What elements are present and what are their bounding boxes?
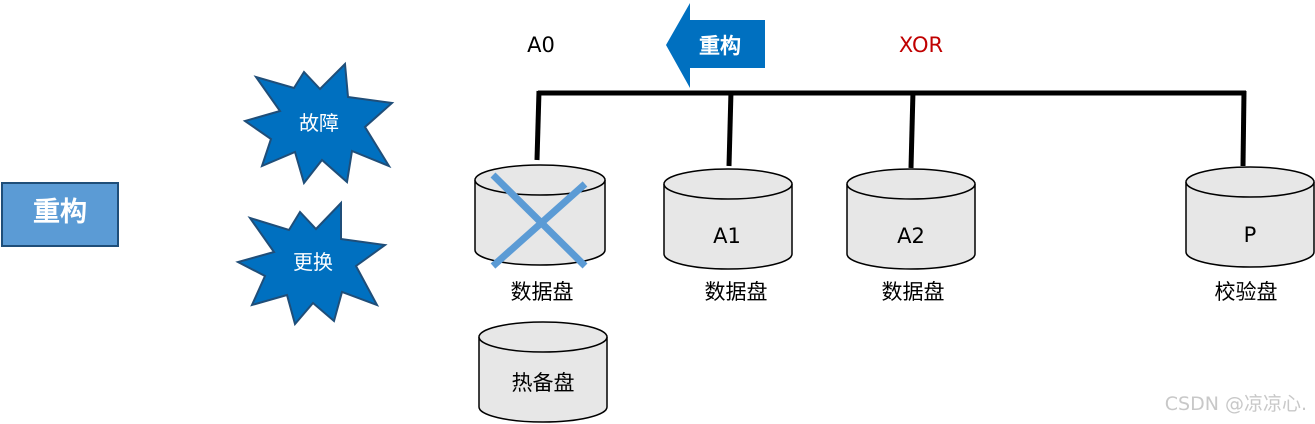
disk-a2: A2 数据盘 [846,168,976,304]
hot-spare-body [478,337,608,423]
fault-burst-shape [242,61,395,186]
disk-parity-body [1185,182,1315,268]
bus-drop-a2 [908,90,916,169]
disk-a1: A1 数据盘 [663,168,793,304]
disk-parity-top [1185,166,1315,198]
bus-drop-a0 [534,90,542,161]
disk-a2-label: A2 [897,224,925,248]
disk-a2-top [846,168,976,200]
replace-burst-shape [235,200,388,327]
disk-a0: 数据盘 [474,164,606,304]
disk-parity-label: P [1244,223,1257,247]
rebuild-label-box: 重构 [1,182,119,247]
xor-label: XOR [899,33,943,57]
replace-burst: 更换 [235,200,388,327]
hot-spare-top [478,321,608,353]
rebuild-arrow-shape [666,3,765,88]
disk-a1-top [663,168,793,200]
rebuild-arrow-text: 重构 [699,34,741,58]
disk-a1-caption: 数据盘 [705,280,768,304]
disk-a2-body [846,184,976,270]
disk-a1-body [663,184,793,270]
rebuild-box-shape [1,182,119,247]
fault-burst: 故障 [242,61,395,186]
hot-spare-label: 热备盘 [512,371,575,395]
disk-a1-label: A1 [713,224,741,248]
disk-a2-caption: 数据盘 [882,280,945,304]
failure-cross-line-2 [490,181,588,269]
rebuild-box-text: 重构 [33,197,87,228]
bus-drop-a1 [726,90,734,167]
bus-drop-parity [1240,90,1247,167]
hot-spare-disk: 热备盘 [478,321,608,423]
disk-parity-caption: 校验盘 [1215,280,1278,304]
replace-burst-text: 更换 [293,250,333,274]
rebuild-arrow: 重构 [666,3,765,88]
disk-a0-caption: 数据盘 [511,280,574,304]
watermark: CSDN @凉凉心. [1165,393,1307,415]
a0-bus-label: A0 [527,33,555,57]
bus-lines [534,90,1247,169]
disk-parity: P 校验盘 [1185,166,1315,304]
fault-burst-text: 故障 [299,111,339,135]
